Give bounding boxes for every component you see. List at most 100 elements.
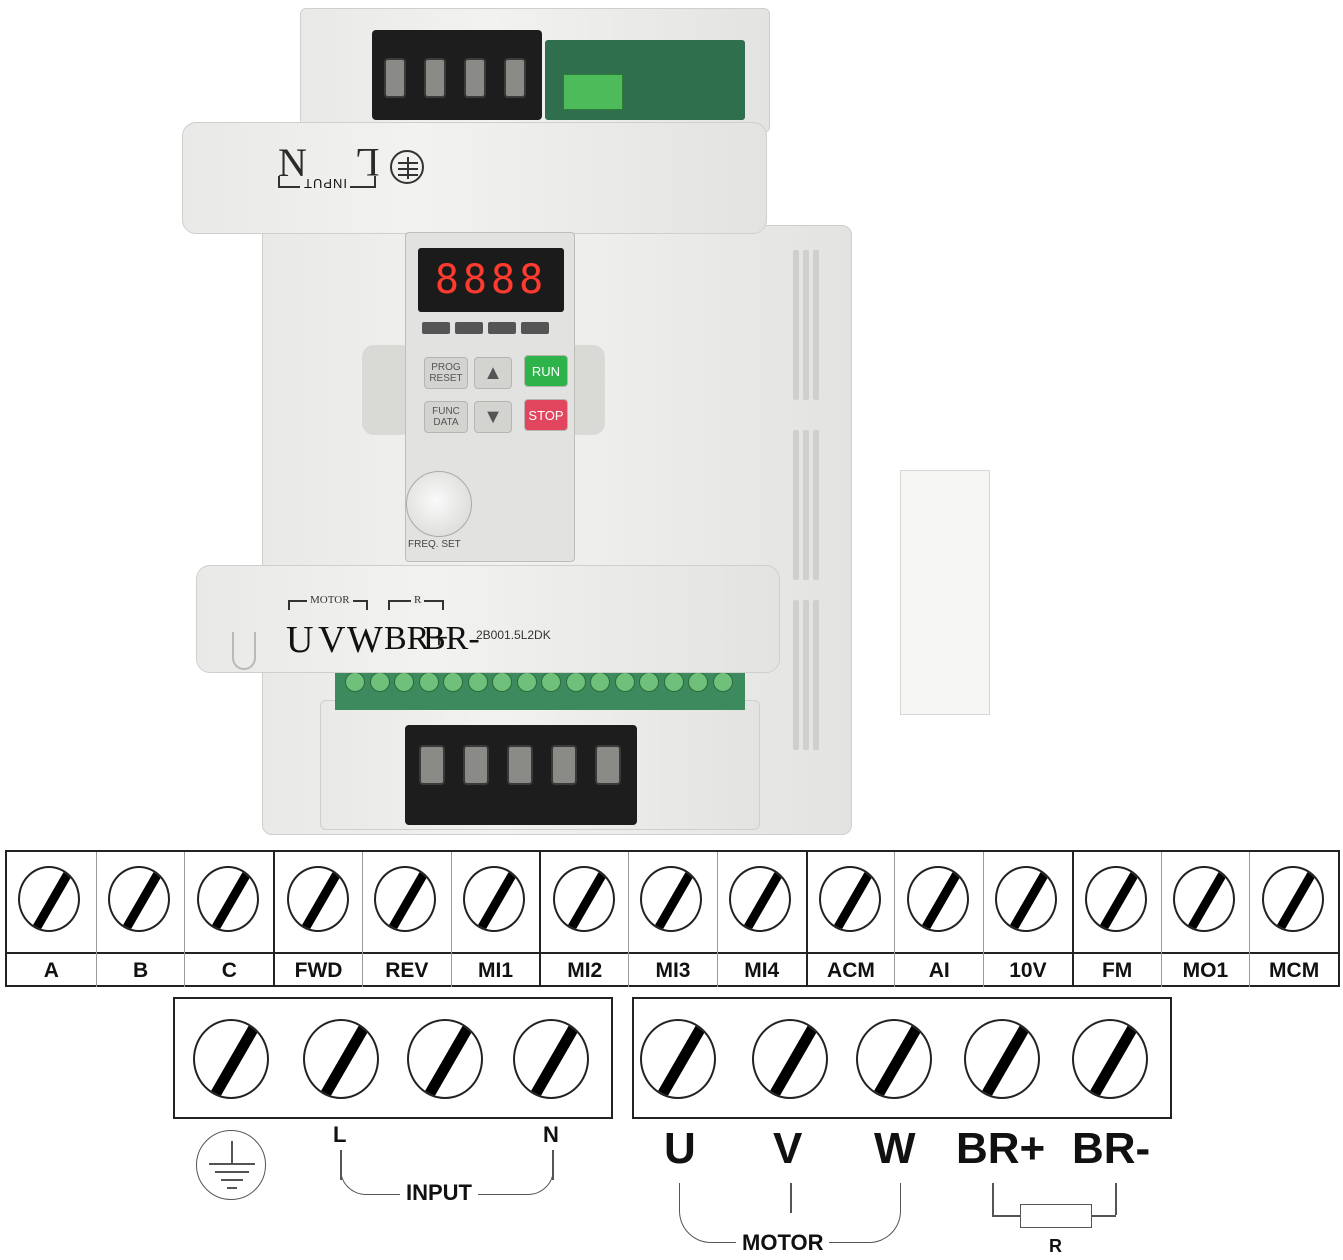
signal-terminal-label: A [7,952,96,987]
v-terminal-screw [752,1019,828,1099]
vent-slots [793,600,829,750]
signal-terminal-ai: AI [894,852,984,987]
motor-terminal-block [405,725,637,825]
motor-terminal-cover [196,565,780,673]
terminal-screw-icon [729,866,792,932]
signal-terminal-rev: REV [361,852,451,987]
vent-slots [793,430,829,580]
control-pcb-top [545,40,745,120]
status-leds [422,321,562,337]
signal-terminal-label: REV [362,952,451,987]
signal-terminal-acm: ACM [805,852,895,987]
signal-terminal-mo1: MO1 [1160,852,1250,987]
signal-terminal-label: FM [1073,952,1161,987]
input-cover-label: INPUT [300,176,350,191]
input-terminal-cover: N L [182,122,767,234]
motor-brp-label: BR+ [956,1124,1046,1173]
signal-terminal-fwd: FWD [273,852,362,987]
resistor-label: R [1049,1236,1062,1256]
brm-terminal-screw [1072,1019,1148,1099]
motor-u-label: U [664,1124,696,1173]
cover-v-label: V [318,619,346,661]
stop-key[interactable]: STOP [524,399,568,431]
cover-brp-label: BR+ [384,620,449,657]
signal-terminal-fm: FM [1071,852,1161,987]
signal-terminal-10v: 10V [983,852,1072,987]
input-l-label: L [333,1122,347,1147]
down-key[interactable]: ▼ [474,401,512,433]
input-n-label: N [543,1122,559,1147]
keypad-panel: 8888 PROG RESET ▲ RUN FUNC DATA ▼ STOP F… [405,232,575,562]
terminal-screw-icon [286,866,349,932]
n-terminal-screw [513,1019,589,1099]
up-key[interactable]: ▲ [474,357,512,389]
signal-terminal-mi4: MI4 [716,852,806,987]
motor-connector-line [790,1183,792,1213]
signal-terminal-label: MO1 [1161,952,1250,987]
brp-terminal-screw [964,1019,1040,1099]
panel-side-recess [362,345,412,435]
vfd-product-image: N L INPUT 8888 PROG RESET ▲ RUN FUNC DAT… [182,8,990,835]
signal-terminal-label: AI [895,952,984,987]
terminal-screw-icon [196,866,259,932]
motor-brm-label: BR- [1072,1124,1151,1173]
u-terminal-screw [640,1019,716,1099]
motor-w-label: W [874,1124,916,1173]
input-terminal-block [372,30,542,120]
terminal-screw-icon [1261,866,1324,932]
terminal-screw-icon [108,866,171,932]
func-data-key[interactable]: FUNC DATA [424,401,468,433]
terminal-screw-icon [640,866,703,932]
cover-w-label: W [347,619,383,661]
signal-terminal-label: B [96,952,185,987]
signal-terminal-label: ACM [807,952,895,987]
frequency-knob[interactable] [406,471,472,537]
terminal-screw-icon [1085,866,1148,932]
freq-set-label: FREQ. SET [408,539,461,550]
terminal-screw-icon [1172,866,1235,932]
terminal-screw-icon [906,866,969,932]
motor-power-terminal-box [632,997,1172,1119]
resistor-lead [992,1215,1022,1217]
terminal-screw-icon [818,866,881,932]
signal-terminal-label: MCM [1250,952,1338,987]
input-group-label: INPUT [400,1180,478,1206]
ground-icon [390,150,424,184]
signal-terminal-label: 10V [984,952,1072,987]
prog-reset-key[interactable]: PROG RESET [424,357,468,389]
r-cover-label: R [411,594,425,606]
motor-group-label: MOTOR [736,1230,830,1256]
run-key[interactable]: RUN [524,355,568,387]
l-terminal-screw [303,1019,379,1099]
terminal-screw-icon [463,866,526,932]
signal-terminal-mi3: MI3 [628,852,717,987]
terminal-screw-icon [552,866,615,932]
side-rating-label [900,470,990,715]
terminal-screw-icon [374,866,437,932]
unused-terminal-screw [407,1019,483,1099]
control-terminal-row [345,672,745,700]
terminal-screw-icon [995,866,1058,932]
resistor-lead [1115,1183,1117,1215]
signal-terminal-label: MI1 [451,952,540,987]
signal-terminal-label: MI3 [629,952,717,987]
signal-terminal-c: C [184,852,274,987]
vent-slots [793,250,829,400]
signal-terminal-label: C [185,952,274,987]
earth-ground-icon [196,1130,266,1200]
model-number: 2B001.5L2DK [476,628,551,642]
signal-terminal-mcm: MCM [1249,852,1338,987]
cover-u-label: U [286,619,314,661]
motor-cover-label: MOTOR [307,594,353,606]
signal-terminal-b: B [95,852,185,987]
signal-terminal-label: MI2 [541,952,629,987]
ground-terminal-screw [193,1019,269,1099]
resistor-lead [1090,1215,1116,1217]
led-display: 8888 [418,248,564,312]
resistor-lead [992,1183,994,1215]
terminal-screw-icon [18,866,81,932]
input-power-terminal-box [173,997,613,1119]
signal-terminal-mi1: MI1 [450,852,540,987]
braking-resistor-icon [1020,1204,1092,1228]
